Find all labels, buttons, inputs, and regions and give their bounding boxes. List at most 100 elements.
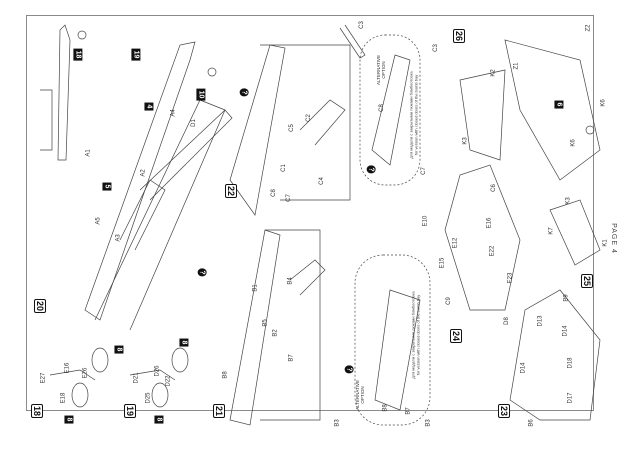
part-label-e22: E22 <box>489 245 496 257</box>
step-25-number: 25 <box>581 273 594 289</box>
part-label-k6: K6 <box>600 99 607 107</box>
part-label-c6: C6 <box>490 184 497 192</box>
part-label-a2: A2 <box>140 169 147 177</box>
alternative-option-frame-1 <box>359 34 421 186</box>
step-20-number: 20 <box>34 298 47 314</box>
callout-4: 4 <box>144 102 154 111</box>
part-label-d26: D26 <box>154 365 161 377</box>
part-label-d22: D22 <box>165 375 172 387</box>
part-label-d13: D13 <box>537 315 544 327</box>
part-label-c9: C9 <box>445 297 452 305</box>
fuselage-detail <box>40 89 53 151</box>
part-label-c8-alt: C8 <box>378 104 385 112</box>
part-label-e10: E10 <box>422 215 429 227</box>
step-22-number: 22 <box>225 183 238 199</box>
part-label-c3: C3 <box>358 21 365 29</box>
wheel-badge-19b: 8 <box>154 415 164 424</box>
page-frame <box>26 15 594 411</box>
step-19-number: 19 <box>124 403 137 419</box>
tail-wheel <box>77 30 87 40</box>
part-label-e12: E12 <box>452 237 459 249</box>
wheel-badge-18b: 8 <box>64 415 74 424</box>
part-label-c5: C5 <box>288 124 295 132</box>
wheel-badge-19a: 8 <box>179 338 189 347</box>
callout-5: 5 <box>102 182 112 191</box>
part-label-k3: K3 <box>565 197 572 205</box>
part-label-b3: B3 <box>334 419 341 427</box>
alternative-option-frame-2 <box>354 254 431 426</box>
part-label-e16-24: E16 <box>486 217 493 229</box>
callout-6: 6 <box>554 100 564 109</box>
wheel-18a <box>91 347 109 373</box>
part-label-c1: C1 <box>280 164 287 172</box>
hinge-k6 <box>585 125 595 135</box>
alt-bomb-bay-b8 <box>374 289 421 411</box>
part-label-b1: B1 <box>252 284 259 292</box>
gear-strut-18 <box>49 369 96 381</box>
part-label-e27: E27 <box>40 372 47 384</box>
part-label-b7-alt: B7 <box>405 407 412 415</box>
part-label-b8-alt: B8 <box>382 404 389 412</box>
part-label-k6-b: K6 <box>570 139 577 147</box>
bomb-bay-frame-22 <box>260 44 351 201</box>
gear-strut-19 <box>129 369 176 381</box>
fuselage-side-view <box>57 24 71 161</box>
part-label-a1: A1 <box>85 149 92 157</box>
part-label-c7-alt: C7 <box>420 167 427 175</box>
part-label-d17: D17 <box>567 392 574 404</box>
part-label-b6: B6 <box>528 419 535 427</box>
wheel-19b <box>151 382 169 408</box>
part-label-c4: C4 <box>318 177 325 185</box>
bomb-bay-door-c8 <box>229 44 286 216</box>
wheel-18b <box>71 382 89 408</box>
part-label-e23: E23 <box>507 272 514 284</box>
step-18-number: 18 <box>31 403 44 419</box>
bomb-bay-door-b8 <box>229 229 281 426</box>
part-c3 <box>339 24 366 59</box>
part-label-z2: Z2 <box>585 24 592 32</box>
part-label-b2: B2 <box>272 329 279 337</box>
part-label-k3-26: K3 <box>462 137 469 145</box>
part-label-d21: D21 <box>133 372 140 384</box>
part-label-k7: K7 <box>548 227 555 235</box>
wing-assembly-26 <box>504 39 601 181</box>
fuselage-half-right <box>94 99 226 331</box>
part-label-a3: A3 <box>115 234 122 242</box>
part-label-d14-b: D14 <box>520 362 527 374</box>
part-label-b4: B4 <box>287 277 294 285</box>
fuselage-section-24 <box>444 164 521 311</box>
callout-10: 10 <box>196 88 206 101</box>
step-26-number: 26 <box>453 28 466 44</box>
cockpit-frame <box>119 179 166 251</box>
part-label-e16: E16 <box>64 362 71 374</box>
bomb-rack-c4 <box>299 99 346 146</box>
step-21-number: 21 <box>213 403 226 419</box>
part-label-b9: B9 <box>563 294 570 302</box>
part-label-e26: E26 <box>82 367 89 379</box>
part-label-a5: A5 <box>95 217 102 225</box>
part-label-b3-alt: B3 <box>425 419 432 427</box>
wheel-badge-18a: 8 <box>114 345 124 354</box>
part-label-b5: B5 <box>262 319 269 327</box>
tail-section-25 <box>549 199 601 266</box>
part-label-b8: B8 <box>222 371 229 379</box>
alt-option-note-2: для модели с закрытыми люками бомбоотсек… <box>410 291 421 379</box>
alt-bomb-bay-c8 <box>371 54 411 166</box>
wheel-19a <box>171 347 189 373</box>
step-23-number: 23 <box>498 403 511 419</box>
page-number: PAGE 4 <box>609 223 617 254</box>
bomb-bay-frame-21 <box>260 229 321 421</box>
part-label-e15: E15 <box>439 257 446 269</box>
part-label-b7: B7 <box>288 354 295 362</box>
nose-wheel <box>207 67 217 77</box>
fuselage-half-left <box>84 41 196 321</box>
part-label-c8: C8 <box>270 189 277 197</box>
callout-18: 18 <box>73 48 83 61</box>
callout-19: 19 <box>131 48 141 61</box>
fin-k2 <box>459 69 506 161</box>
part-label-d18: D18 <box>567 357 574 369</box>
